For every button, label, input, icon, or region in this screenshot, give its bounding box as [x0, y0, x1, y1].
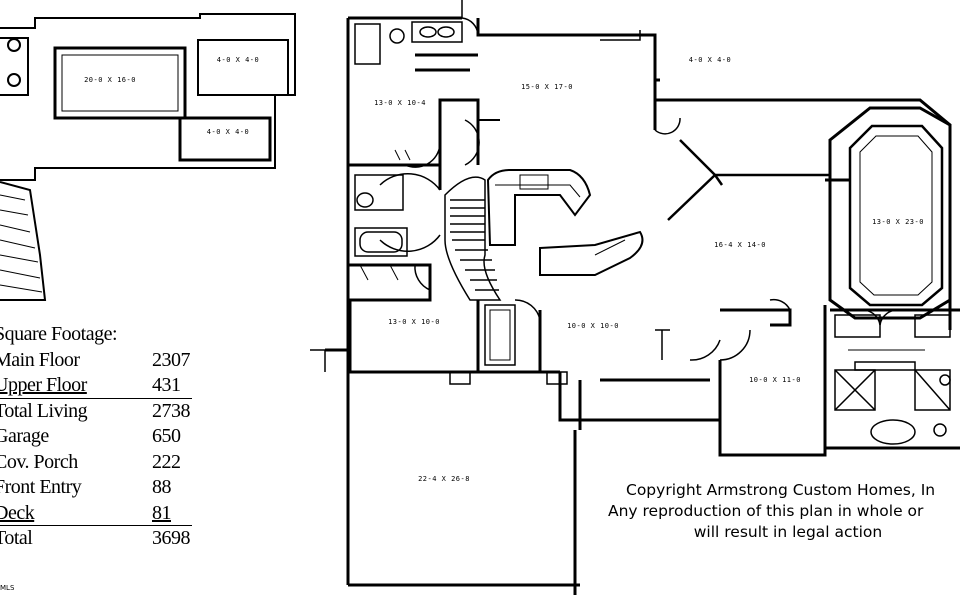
sqft-value: 650: [152, 425, 181, 447]
bathroom-fixtures: [354, 21, 516, 366]
main-stairs: [444, 176, 502, 301]
copyright-line-1: Copyright Armstrong Custom Homes, In: [626, 481, 936, 499]
sqft-label: Main Floor: [0, 348, 80, 371]
room-label-pool-room: 13-0 X 23-0: [872, 218, 924, 226]
room-label-dining: 10-0 X 10-0: [567, 322, 619, 330]
sqft-row-garage: Garage 650: [0, 424, 204, 450]
sqft-value: 81: [152, 501, 172, 524]
sum-divider: [0, 525, 192, 526]
sqft-value: 222: [152, 450, 181, 473]
sum-divider: [0, 397, 192, 399]
square-footage-title: Square Footage:: [0, 323, 118, 345]
sqft-value: 2738: [152, 399, 191, 422]
sqft-label: Deck: [0, 501, 35, 524]
door-swings: [379, 0, 901, 361]
master-bath: [834, 314, 951, 445]
sqft-row-deck: Deck 81: [0, 501, 204, 527]
sqft-row-total-living: Total Living 2738: [0, 397, 204, 425]
sqft-label: Upper Floor: [0, 374, 87, 396]
copyright-line-3: will result in legal action: [693, 523, 883, 541]
room-label-bonus: 20-0 X 16-0: [84, 76, 136, 84]
sqft-row-total: Total 3698: [0, 525, 204, 552]
sqft-value: 88: [152, 476, 172, 498]
sqft-row-front-entry: Front Entry 88: [0, 475, 204, 501]
sqft-label: Cov. Porch: [0, 450, 78, 473]
great-room-angled-walls: [667, 139, 830, 221]
sqft-value: 2307: [152, 348, 191, 371]
sqft-row-cov-porch: Cov. Porch 222: [0, 450, 204, 476]
sqft-value: 431: [152, 374, 181, 396]
square-footage-table: Square Footage: Main Floor 2307 Upper Fl…: [0, 322, 204, 552]
misc-details: [310, 30, 670, 385]
sqft-row-upper-floor: Upper Floor 431: [0, 373, 204, 399]
room-label-kitchen: 15-0 X 17-0: [521, 83, 573, 91]
copyright-notice: Copyright Armstrong Custom Homes, In Any…: [598, 480, 960, 543]
room-label-bedroom-left: 13-0 X 10-0: [388, 318, 440, 326]
room-label-upper-storage: 4-0 X 4-0: [206, 128, 250, 136]
room-label-upper-small: 4-0 X 4-0: [216, 56, 260, 64]
sqft-label: Garage: [0, 425, 49, 447]
mls-watermark: MLS: [0, 584, 15, 592]
pool-room: [828, 106, 952, 320]
sqft-label: Total Living: [0, 399, 88, 422]
sqft-label: Front Entry: [0, 476, 82, 498]
room-label-bedroom-top: 13-0 X 10-4: [374, 99, 426, 107]
upper-floor-plan: [0, 13, 296, 301]
room-label-study: 10-0 X 11-0: [749, 376, 801, 384]
room-label-closet-top: 4-0 X 4-0: [688, 56, 732, 64]
sqft-row-main-floor: Main Floor 2307: [0, 348, 204, 374]
room-label-great-room: 16-4 X 14-0: [714, 241, 766, 249]
copyright-line-2: Any reproduction of this plan in whole o…: [608, 502, 924, 520]
kitchen-cabinets: [486, 169, 644, 276]
sqft-label: Total: [0, 527, 33, 549]
sqft-value: 3698: [152, 527, 191, 549]
room-label-garage: 22-4 X 26-8: [418, 475, 470, 483]
